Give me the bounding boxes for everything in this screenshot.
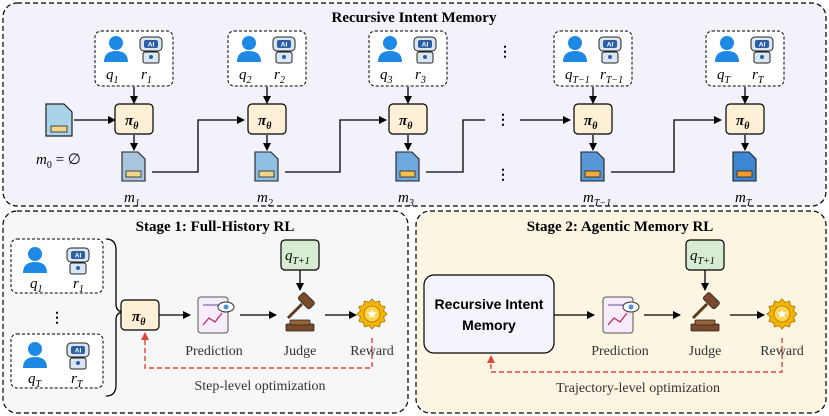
- stage1-q-bottom-labels: qT rT: [28, 371, 84, 390]
- memory-card-icon: [254, 151, 279, 182]
- stage1-query-label: qT+1: [285, 248, 310, 267]
- policy-label: πθ: [584, 113, 598, 132]
- stage1-title: Stage 1: Full-History RL: [136, 219, 295, 235]
- policy-label: πθ: [125, 113, 139, 132]
- memory-card-icon: [45, 103, 73, 137]
- ai-badge: AI: [422, 42, 429, 49]
- memory-label: m3: [398, 190, 414, 209]
- policy-box: [725, 103, 765, 135]
- gavel-icon: [690, 292, 720, 332]
- policy-label: πθ: [399, 113, 413, 132]
- stage1-optimization-label: Step-level optimization: [194, 379, 325, 394]
- ai-badge: AI: [75, 348, 82, 355]
- top-ellipsis-upper: ⋮: [498, 45, 512, 60]
- ai-robot-icon: AI: [66, 342, 90, 370]
- stage1-judge-label: Judge: [284, 344, 317, 359]
- stage2-connectors: [554, 270, 765, 319]
- memory-label: m2: [257, 190, 273, 209]
- reward-badge-icon: [766, 298, 798, 330]
- svg-text:q1: q1: [30, 276, 43, 295]
- reward-badge-icon: [356, 298, 388, 330]
- m0-label: m0 = ∅: [36, 152, 81, 171]
- user-icon: [563, 36, 587, 62]
- response-label: r3: [415, 67, 426, 86]
- stage1-prediction-label: Prediction: [185, 344, 243, 359]
- stage2-icons: [602, 292, 798, 334]
- top-steps: AI q1 r1 πθ m1 AI q2 r2 πθ m2 AI q3 r3 πθ m3 AI qT−1 rT−1…: [94, 30, 785, 209]
- user-icon: [237, 36, 261, 62]
- policy-box: [388, 103, 428, 135]
- stage1-connectors: [159, 270, 357, 319]
- user-icon: [104, 36, 128, 62]
- stage2-title: Stage 2: Agentic Memory RL: [527, 219, 714, 235]
- svg-text:m0 = ∅: m0 = ∅: [36, 152, 81, 171]
- stage2-prediction-label: Prediction: [591, 344, 649, 359]
- svg-text:rT: rT: [71, 371, 84, 390]
- policy-label: πθ: [736, 113, 750, 132]
- memory-label: mT−1: [583, 190, 611, 209]
- user-icon: [23, 247, 47, 273]
- prediction-icon: [197, 296, 235, 334]
- response-label: r1: [141, 67, 152, 86]
- query-label: q2: [239, 67, 252, 86]
- policy-box: [114, 103, 154, 135]
- response-label: r2: [274, 67, 285, 86]
- user-icon: [715, 36, 739, 62]
- stage1-ellipsis: ⋮: [50, 311, 64, 326]
- svg-text:r1: r1: [73, 276, 84, 295]
- ai-badge: AI: [148, 42, 155, 49]
- user-icon: [23, 342, 47, 368]
- policy-box: [247, 103, 287, 135]
- ai-robot-icon: AI: [66, 247, 90, 275]
- memory-label: mT: [735, 190, 753, 209]
- ai-badge: AI: [759, 42, 766, 49]
- top-title: Recursive Intent Memory: [332, 10, 497, 26]
- ai-badge: AI: [75, 253, 82, 260]
- stage2-memory-line2: Memory: [462, 317, 516, 333]
- response-label: rT−1: [600, 67, 623, 86]
- prediction-icon: [602, 296, 640, 334]
- ai-robot-icon: AI: [750, 36, 774, 64]
- stage1-policy-label: πθ: [132, 309, 146, 328]
- gavel-icon: [285, 292, 315, 332]
- top-ellipsis-lower: ⋮: [496, 168, 510, 183]
- stage1-optimization-arrow: [141, 332, 373, 369]
- response-label: rT: [752, 67, 765, 86]
- ai-robot-icon: AI: [272, 36, 296, 64]
- top-ellipsis-middle: ⋮: [496, 113, 510, 128]
- ai-robot-icon: AI: [139, 36, 163, 64]
- query-label: qT: [717, 67, 732, 86]
- stage2-memory-box: [423, 274, 555, 354]
- stage2-optimization-label: Trajectory-level optimization: [556, 381, 720, 396]
- stage1-icons: [197, 292, 388, 334]
- memory-card-icon: [121, 151, 146, 182]
- stage2-reward-label: Reward: [760, 344, 804, 359]
- ai-robot-icon: AI: [413, 36, 437, 64]
- stage2-judge-label: Judge: [689, 344, 722, 359]
- stage2-memory-line1: Recursive Intent: [435, 296, 544, 312]
- memory-card-icon: [580, 151, 605, 182]
- svg-text:qT: qT: [28, 371, 43, 390]
- policy-box: [573, 103, 613, 135]
- stage1-q-top-labels: q1 r1: [30, 276, 84, 295]
- policy-label: πθ: [258, 113, 272, 132]
- stage2-query-label: qT+1: [690, 248, 715, 267]
- memory-card-icon: [395, 151, 420, 182]
- user-icon: [378, 36, 402, 62]
- top-connectors: [74, 87, 749, 173]
- query-label: qT−1: [565, 67, 590, 86]
- stage1-reward-label: Reward: [350, 344, 394, 359]
- stage1-people: AI AI: [23, 247, 90, 370]
- ai-badge: AI: [281, 42, 288, 49]
- query-label: q3: [380, 67, 393, 86]
- query-label: q1: [106, 67, 119, 86]
- ai-badge: AI: [607, 42, 614, 49]
- ai-robot-icon: AI: [598, 36, 622, 64]
- memory-card-icon: [732, 151, 757, 182]
- stage2-optimization-arrow: [487, 338, 783, 373]
- memory-label: m1: [124, 190, 140, 209]
